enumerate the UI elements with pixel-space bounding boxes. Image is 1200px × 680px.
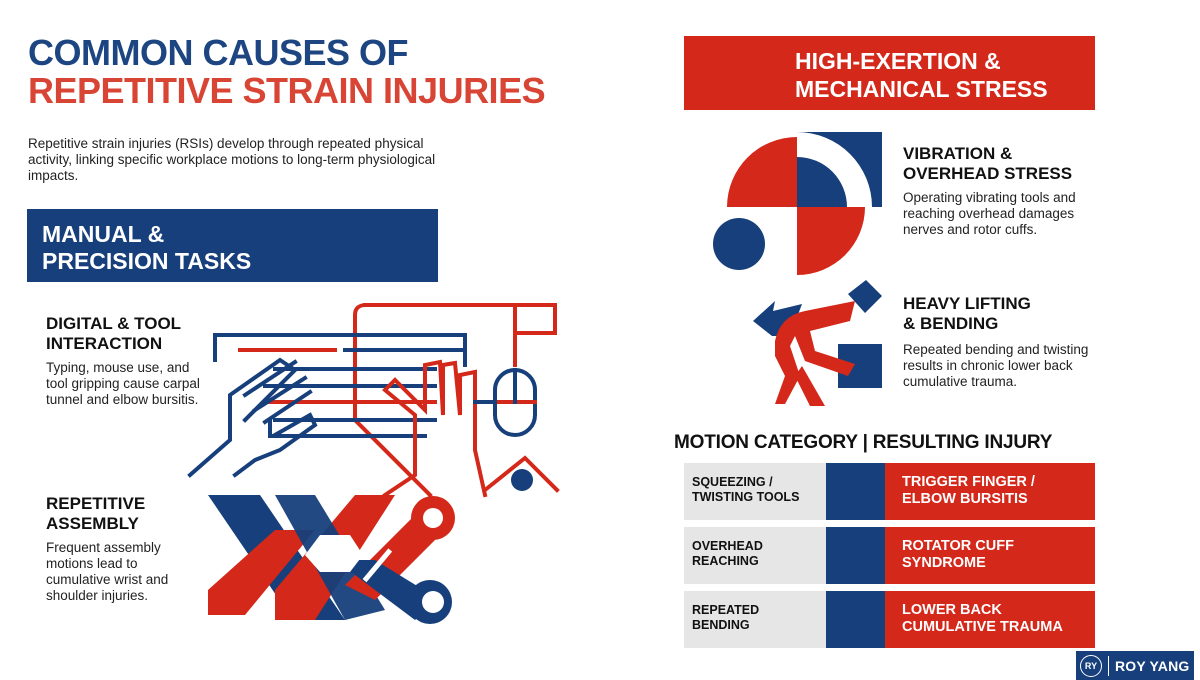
resulting-injury-cell: ROTATOR CUFF SYNDROME — [885, 527, 1095, 584]
cause-title: HEAVY LIFTING & BENDING — [903, 294, 1031, 333]
motion-category-cell: OVERHEAD REACHING — [684, 527, 826, 584]
cause-title: VIBRATION & OVERHEAD STRESS — [903, 144, 1073, 183]
row-divider-block — [826, 527, 885, 584]
table-heading: MOTION CATEGORY | RESULTING INJURY — [674, 432, 1053, 453]
banner-line1: MANUAL & — [42, 221, 165, 247]
row-divider-block — [826, 591, 885, 648]
cause-title: REPETITIVE ASSEMBLY — [46, 494, 146, 533]
hands-keyboard-mouse-icon — [185, 300, 560, 500]
page-title: COMMON CAUSES OF REPETITIVE STRAIN INJUR… — [28, 32, 546, 111]
resulting-injury-cell: LOWER BACK CUMULATIVE TRAUMA — [885, 591, 1095, 648]
manual-precision-banner: MANUAL & PRECISION TASKS — [27, 209, 438, 282]
motion-category-cell: SQUEEZING / TWISTING TOOLS — [684, 463, 826, 520]
cause-heavy-lifting-bending: HEAVY LIFTING & BENDING Repeated bending… — [903, 294, 1103, 390]
geometric-vibration-icon — [712, 132, 884, 282]
logo-monogram-icon: RY — [1080, 654, 1102, 677]
person-lifting-box-icon — [750, 276, 885, 411]
brand-logo: RY ROY YANG — [1076, 651, 1194, 680]
cause-description: Operating vibrating tools and reaching o… — [903, 190, 1076, 237]
table-row: SQUEEZING / TWISTING TOOLS TRIGGER FINGE… — [684, 463, 1095, 520]
cause-description: Frequent assembly motions lead to cumula… — [46, 540, 169, 603]
logo-separator — [1108, 655, 1109, 676]
intro-text: Repetitive strain injuries (RSIs) develo… — [28, 136, 436, 183]
cause-title: DIGITAL & TOOL INTERACTION — [46, 314, 182, 353]
table-row: OVERHEAD REACHING ROTATOR CUFF SYNDROME — [684, 527, 1095, 584]
banner-line2: MECHANICAL STRESS — [795, 76, 1048, 102]
high-exertion-banner: HIGH-EXERTION & MECHANICAL STRESS — [684, 36, 1095, 110]
logo-name: ROY YANG — [1115, 657, 1190, 674]
row-divider-block — [826, 463, 885, 520]
motion-category-cell: REPEATED BENDING — [684, 591, 826, 648]
banner-line2: PRECISION TASKS — [42, 248, 252, 274]
page-title-line2: REPETITIVE STRAIN INJURIES — [28, 70, 546, 111]
table-row: REPEATED BENDING LOWER BACK CUMULATIVE T… — [684, 591, 1095, 648]
page-title-line1: COMMON CAUSES OF — [28, 32, 409, 73]
cause-description: Typing, mouse use, and tool gripping cau… — [46, 360, 200, 407]
crossed-wrenches-icon — [205, 490, 460, 625]
cause-repetitive-assembly: REPETITIVE ASSEMBLY Frequent assembly mo… — [46, 494, 196, 604]
motion-injury-table: SQUEEZING / TWISTING TOOLS TRIGGER FINGE… — [684, 463, 1095, 655]
cause-vibration-overhead-stress: VIBRATION & OVERHEAD STRESS Operating vi… — [903, 144, 1103, 238]
banner-line1: HIGH-EXERTION & — [795, 48, 1001, 74]
resulting-injury-cell: TRIGGER FINGER / ELBOW BURSITIS — [885, 463, 1095, 520]
cause-description: Repeated bending and twisting results in… — [903, 342, 1089, 389]
cause-digital-tool-interaction: DIGITAL & TOOL INTERACTION Typing, mouse… — [46, 314, 206, 408]
